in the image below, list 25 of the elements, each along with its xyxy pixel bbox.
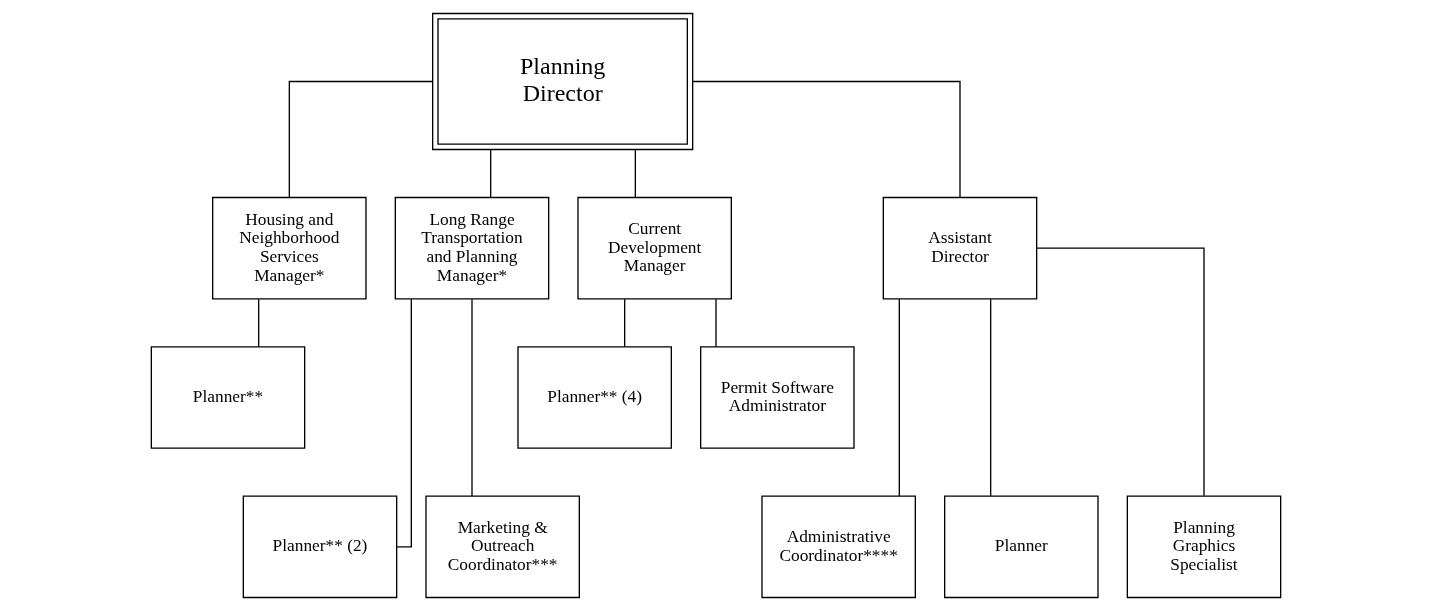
connector (489, 149, 491, 198)
connector (634, 149, 636, 198)
node-box: Current Development Manager (576, 196, 732, 300)
connector (691, 80, 961, 198)
connector (623, 298, 625, 348)
node-box: Planning Graphics Specialist (1126, 495, 1281, 599)
connector (257, 298, 259, 348)
node-box: Assistant Director (882, 196, 1037, 300)
node-box: Planner** (2) (242, 495, 397, 599)
node-box: Planner (943, 495, 1099, 599)
connector (395, 298, 412, 548)
node-box: Planner** (4) (516, 346, 672, 449)
node-box: Long Range Transportation and Planning Manager* (394, 196, 549, 300)
connector (989, 298, 991, 497)
connector (714, 298, 717, 348)
node-box: Planning Director (431, 12, 693, 151)
connector (1035, 247, 1205, 497)
node-box: Housing and Neighborhood Services Manager* (211, 196, 367, 300)
node-box: Permit Software Administrator (699, 346, 855, 449)
connector (898, 298, 900, 497)
connector (470, 298, 473, 497)
connector (288, 80, 433, 198)
node-box: Marketing & Outreach Coordinator*** (424, 495, 580, 599)
node-box: Planner** (150, 346, 305, 449)
node-box: Administrative Coordinator**** (760, 495, 916, 599)
